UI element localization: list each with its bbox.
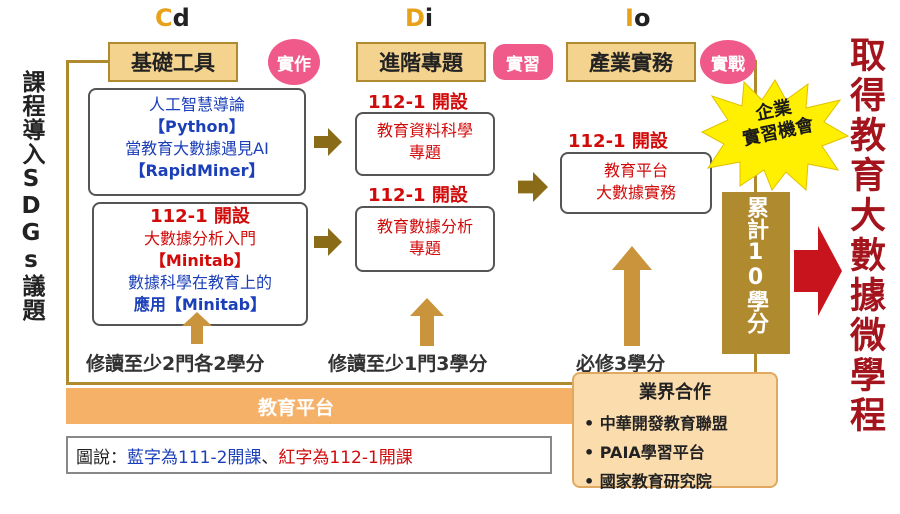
platform-label: 教育平台 bbox=[257, 396, 334, 419]
requirement-3: 必修3學分 bbox=[576, 353, 666, 375]
left-vertical-title: 課程導入SDGs議題 bbox=[18, 70, 44, 322]
requirement-1: 修讀至少2門各2學分 bbox=[86, 353, 265, 375]
starburst-icon bbox=[700, 79, 850, 192]
course-data-science-edu: 數據科學在教育上的 bbox=[127, 273, 272, 292]
stage-industry-practice: 產業實務 bbox=[566, 42, 696, 82]
course-box-bigdata: 112-1 開設 大數據分析入門 【Minitab】 數據科學在教育上的 應用【… bbox=[92, 202, 308, 326]
open-112-1-col2-bottom: 112-1 開設 bbox=[368, 185, 468, 206]
course-edu-bigdata-ai: 當教育大數據遇見AI bbox=[125, 139, 269, 158]
arrow-right-3-icon bbox=[518, 172, 548, 202]
course-edu-data-analysis-1: 教育數據分析 bbox=[376, 217, 473, 236]
course-box-edu-data-analysis: 教育數據分析 專題 bbox=[355, 206, 495, 272]
platform-bar: 教育平台 bbox=[66, 388, 606, 424]
course-edu-data-science-1: 教育資料科學 bbox=[376, 121, 473, 140]
stage-advanced-topics: 進階專題 bbox=[356, 42, 486, 82]
frame-line-left bbox=[66, 60, 69, 384]
arrow-right-1-icon bbox=[314, 128, 342, 156]
arrow-right-2-icon bbox=[314, 228, 342, 256]
letter-io: Io bbox=[625, 4, 651, 32]
arrow-up-3-icon bbox=[612, 246, 652, 346]
arrow-up-1-icon bbox=[182, 312, 212, 344]
open-112-1-col3: 112-1 開設 bbox=[568, 131, 668, 152]
badge-practice: 實作 bbox=[268, 39, 320, 85]
badge-combat: 實戰 bbox=[700, 40, 756, 84]
course-box-edu-data-science: 教育資料科學 專題 bbox=[355, 112, 495, 176]
course-edu-data-science-2: 專題 bbox=[408, 143, 441, 162]
letter-di: Di bbox=[405, 4, 434, 32]
course-platform-1: 教育平台 bbox=[603, 161, 668, 180]
arrow-up-2-icon bbox=[410, 298, 444, 346]
stage-basic-tools: 基礎工具 bbox=[108, 42, 238, 82]
partner-item: • 國家教育研究院 bbox=[584, 472, 712, 491]
partner-item: • PAIA學習平台 bbox=[584, 443, 705, 462]
badge-internship: 實習 bbox=[493, 44, 553, 80]
partners-title: 業界合作 bbox=[639, 382, 711, 403]
credits-bar-text: 累計10學分 bbox=[743, 196, 768, 334]
course-edu-data-analysis-2: 專題 bbox=[408, 239, 441, 258]
course-box-ai: 人工智慧導論 【Python】 當教育大數據遇見AI 【RapidMiner】 bbox=[88, 88, 306, 196]
course-data-science-app: 應用【Minitab】 bbox=[133, 295, 267, 314]
open-112-1-col2-top: 112-1 開設 bbox=[368, 92, 468, 113]
legend-blue: 藍字為111-2開課 bbox=[127, 447, 262, 468]
tool-rapidminer: 【RapidMiner】 bbox=[129, 161, 265, 180]
tool-python: 【Python】 bbox=[149, 117, 245, 136]
partners-box: 業界合作 • 中華開發教育聯盟 • PAIA學習平台 • 國家教育研究院 bbox=[572, 372, 778, 491]
frame-line-bottom bbox=[66, 382, 578, 385]
legend-prefix: 圖說： bbox=[76, 447, 127, 468]
course-box-platform-bigdata: 教育平台 大數據實務 bbox=[560, 152, 712, 214]
partner-item: • 中華開發教育聯盟 bbox=[584, 414, 728, 433]
course-platform-2: 大數據實務 bbox=[595, 183, 676, 202]
course-ai-intro: 人工智慧導論 bbox=[148, 95, 245, 114]
course-bigdata-intro: 大數據分析入門 bbox=[143, 229, 256, 248]
legend-sep: 、 bbox=[261, 447, 279, 468]
credits-bar bbox=[722, 192, 790, 354]
letter-cd: Cd bbox=[155, 4, 190, 32]
requirement-2: 修讀至少1門3學分 bbox=[328, 353, 488, 375]
legend-box: 圖說： 藍字為111-2開課 、 紅字為112-1開課 bbox=[66, 436, 552, 474]
tool-minitab: 【Minitab】 bbox=[149, 251, 251, 270]
result-title: 取得教育大數據微學程 bbox=[844, 36, 885, 436]
big-right-arrow-icon bbox=[794, 226, 842, 316]
open-112-1-col1: 112-1 開設 bbox=[150, 206, 250, 227]
frame-line-top-left bbox=[66, 60, 108, 63]
legend-red: 紅字為112-1開課 bbox=[278, 447, 413, 468]
